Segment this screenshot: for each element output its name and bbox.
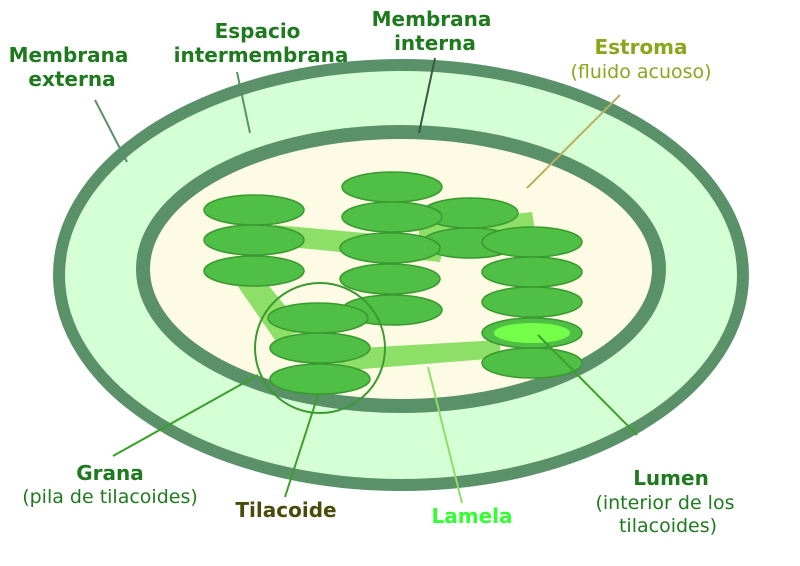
- thylakoid: [203, 255, 305, 287]
- label-membrana-interna-line1: Membrana: [372, 7, 492, 31]
- granum-bottom-left: [267, 302, 371, 395]
- label-lumen-subtitle: (interior de los tilacoides): [595, 492, 740, 537]
- thylakoid: [341, 201, 443, 233]
- label-espacio-intermembrana-line2: intermembrana: [174, 43, 349, 67]
- thylakoid: [203, 224, 305, 256]
- granum-center: [339, 171, 443, 326]
- label-lumen-subtitle-line2: tilacoides): [619, 515, 717, 537]
- label-espacio-intermembrana: Espacio intermembrana: [174, 19, 349, 67]
- label-grana: Grana: [76, 461, 144, 485]
- leader-lamela: [427, 366, 463, 504]
- leader-grana: [112, 374, 259, 457]
- thylakoid: [269, 332, 371, 364]
- granum-left: [203, 194, 305, 287]
- leader-estroma: [526, 94, 621, 189]
- label-tilacoide: Tilacoide: [235, 498, 336, 522]
- thylakoid: [269, 363, 371, 395]
- label-lumen: Lumen: [633, 466, 709, 490]
- thylakoid: [341, 171, 443, 203]
- label-estroma-subtitle: (fluido acuoso): [570, 61, 711, 83]
- label-membrana-externa: Membrana externa: [9, 43, 136, 91]
- label-membrana-externa-line2: externa: [28, 67, 115, 91]
- leader-lines: [94, 57, 638, 504]
- thylakoid: [481, 226, 583, 258]
- label-membrana-externa-line1: Membrana: [9, 43, 129, 67]
- leader-membrana-interna: [418, 57, 436, 134]
- lumen-highlight: [494, 323, 570, 343]
- label-membrana-interna-line2: interna: [394, 31, 476, 55]
- leader-lumen: [537, 334, 638, 436]
- leader-membrana-externa: [94, 99, 128, 163]
- label-grana-subtitle: (pila de tilacoides): [22, 486, 198, 508]
- thylakoid: [203, 194, 305, 226]
- label-estroma: Estroma: [594, 35, 687, 59]
- thylakoid: [481, 256, 583, 288]
- thylakoid: [339, 263, 441, 295]
- label-lumen-subtitle-line1: (interior de los: [595, 492, 734, 514]
- label-espacio-intermembrana-line1: Espacio: [215, 19, 301, 43]
- thylakoid: [481, 286, 583, 318]
- label-membrana-interna: Membrana interna: [372, 7, 499, 55]
- grana-highlight-circle: [254, 282, 386, 414]
- thylakoid: [339, 232, 441, 264]
- thylakoid: [267, 302, 369, 334]
- label-lamela: Lamela: [432, 504, 513, 528]
- leader-espacio-intermembrana: [236, 71, 251, 134]
- leader-tilacoide: [284, 394, 319, 498]
- granum-right: [481, 226, 583, 379]
